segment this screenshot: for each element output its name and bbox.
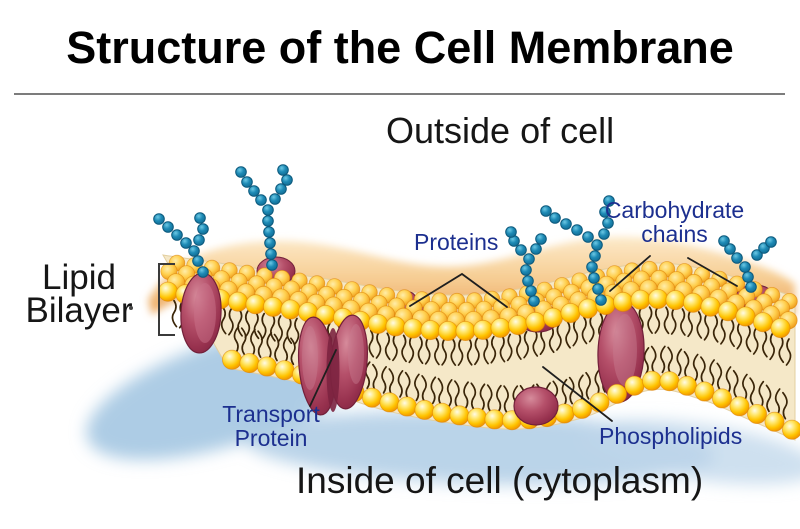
proteins-label: Proteins — [414, 229, 499, 255]
phospholipid-heads-outer-front — [157, 281, 791, 341]
carbohydrate-chains-label-line1: Carbohydrate — [604, 197, 745, 223]
stray-dot — [129, 306, 133, 310]
extracellular-backdrop — [148, 236, 795, 316]
transport-protein-label-line2: Protein — [234, 424, 308, 451]
label-leader-lines — [309, 255, 738, 422]
lipid-bilayer-label-line1: Lipid — [42, 258, 116, 297]
diagram-title: Structure of the Cell Membrane — [66, 22, 734, 73]
transport-protein-label: Transport Protein — [208, 401, 334, 451]
carbohydrate-chains-label-line2: chains — [641, 220, 708, 247]
embedded-proteins-front — [180, 272, 559, 426]
lipid-bilayer-bracket — [158, 263, 175, 336]
transport-protein-label-line1: Transport — [222, 401, 320, 427]
carbohydrate-chains-label: Carbohydrate chains — [601, 197, 748, 247]
inside-of-cell-label: Inside of cell (cytoplasm) — [296, 460, 704, 501]
lipid-bilayer-label-line2: Bilayer — [25, 291, 133, 331]
carbohydrate-chain-shapes — [153, 164, 777, 307]
phospholipids-label: Phospholipids — [599, 423, 743, 449]
lipid-bilayer-label: Lipid Bilayer — [18, 258, 140, 331]
outside-of-cell-label: Outside of cell — [386, 110, 615, 151]
title-divider — [14, 93, 785, 95]
